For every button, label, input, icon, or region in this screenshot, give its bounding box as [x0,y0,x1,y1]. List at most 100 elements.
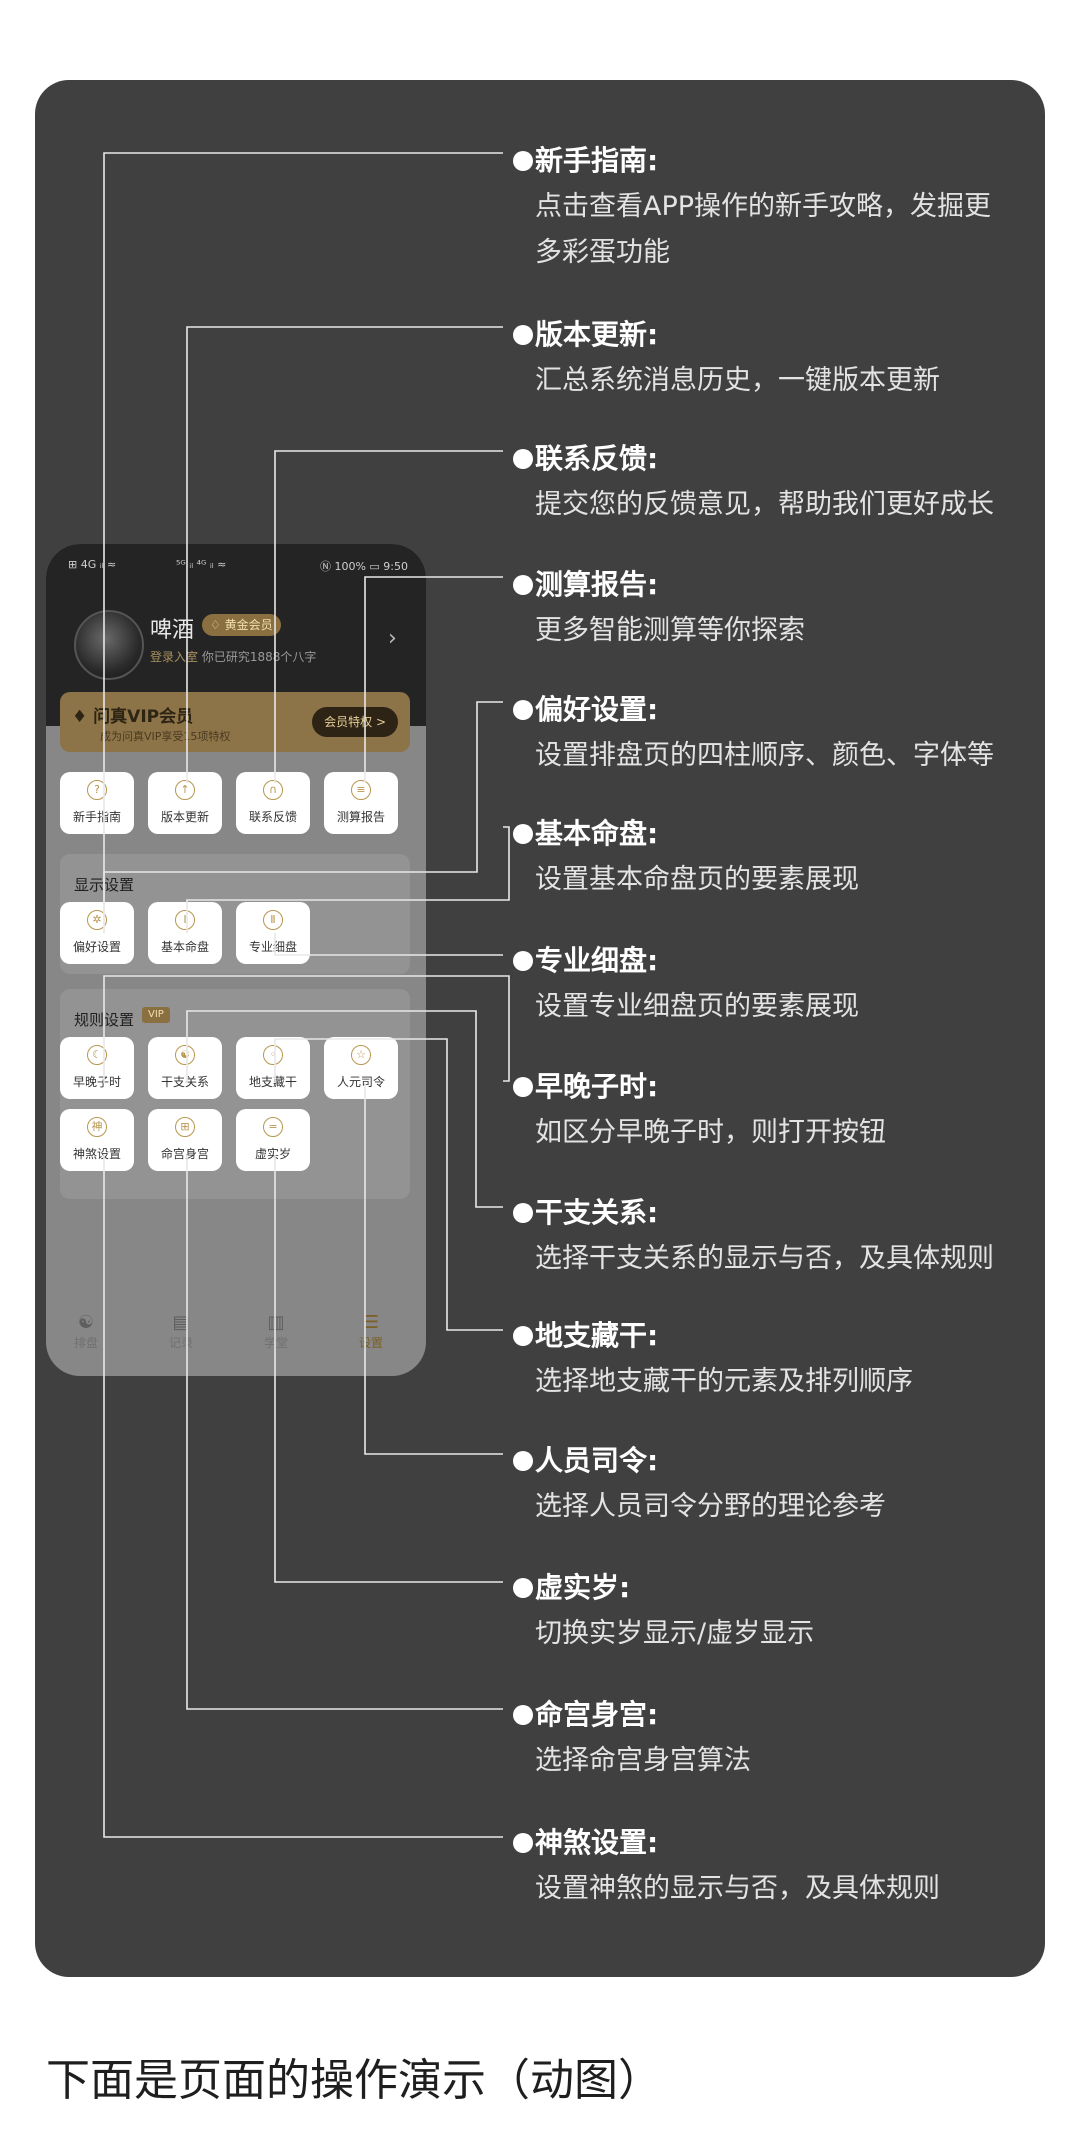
moon-icon: ☾ [87,1045,107,1065]
settings-tile[interactable]: ☆人元司令 [324,1037,398,1099]
annotation-item: 早晚子时: 如区分早晚子时，则打开按钮 [513,1064,1045,1156]
taiji-icon: ☯ [77,1312,95,1333]
tile-label: 命宫身宫 [160,1147,209,1161]
annotation-item: 偏好设置: 设置排盘页的四柱顺序、颜色、字体等 [513,687,1045,779]
status-left: ⊞ 4G ᵢₗ ≈ [68,558,117,571]
status-mid: ⁵ᴳ ᵢₗ ⁴ᴳ ᵢₗ ≈ [176,558,227,571]
tab-label: 排盘 [73,1336,98,1350]
tile-label: 偏好设置 [72,940,121,954]
avatar[interactable] [74,610,144,680]
tab-1[interactable]: ▤ 记录 [151,1312,211,1351]
login-link[interactable]: 登录入室 [150,650,199,664]
annotation-description: 设置专业细盘页的要素展现 [535,991,859,1022]
tab-bar: ☯ 排盘 ▤ 记录 ▥学堂 ☰设置 [46,1304,426,1376]
annotation-title: 神煞设置: [535,1826,659,1859]
settings-tile[interactable]: Ⅰ 基本命盘 [148,902,222,964]
user-name: 啤酒 [150,618,195,643]
annotation-description: 选择地支藏干的元素及排列顺序 [535,1366,913,1397]
question-icon: ? [87,780,107,800]
annotation-description: 选择干支关系的显示与否，及具体规则 [535,1243,994,1274]
chart-i-icon: Ⅰ [175,910,195,930]
tab-3[interactable]: ☰设置 [341,1312,401,1351]
settings-tile[interactable]: ☯干支关系 [148,1037,222,1099]
annotation-item: 新手指南:点击查看APP操作的新手攻略，发掘更多彩蛋功能 [513,138,1045,276]
bullet-dot [513,1578,533,1598]
annotation-item: 虚实岁: 切换实岁显示/虚岁显示 [513,1565,1045,1657]
top-tiles-row: ? 新手指南 ↑版本更新∩联系反馈≡测算报告 [60,764,410,842]
settings-tile[interactable]: ≡测算报告 [324,772,398,834]
tab-label: 记录 [168,1336,193,1350]
diamond-icon: ♦ [72,707,88,727]
settings-tile[interactable]: 神神煞设置 [60,1109,134,1171]
bullet-dot [513,1833,533,1853]
settings-tile[interactable]: ↑版本更新 [148,772,222,834]
vip-title: ♦ 问真VIP会员 [72,702,193,727]
tile-label: 基本命盘 [160,940,209,954]
annotation-description: 更多智能测算等你探索 [535,615,805,646]
bullet-dot [513,151,533,171]
settings-tile[interactable]: ? 新手指南 [60,772,134,834]
annotation-title: 干支关系: [535,1196,659,1229]
settings-tile[interactable]: =虚实岁 [236,1109,310,1171]
settings-tile[interactable]: ◦地支藏干 [236,1037,310,1099]
annotation-description: 切换实岁显示/虚岁显示 [535,1618,815,1649]
annotation-description: 多彩蛋功能 [535,237,670,268]
annotation-item: 地支藏干: 选择地支藏干的元素及排列顺序 [513,1313,1045,1405]
notebook-icon: ▤ [172,1312,190,1333]
tile-label: 早晚子时 [72,1075,121,1089]
chevron-right-icon[interactable]: › [388,626,397,651]
settings-tile[interactable]: ✲ 偏好设置 [60,902,134,964]
annotation-item: 干支关系: 选择干支关系的显示与否，及具体规则 [513,1190,1045,1282]
annotation-item: 测算报告:更多智能测算等你探索 [513,562,1045,654]
vip-banner[interactable]: ♦ 问真VIP会员 成为问真VIP享受15项特权 会员特权 > [60,692,410,752]
annotation-item: 联系反馈: 提交您的反馈意见，帮助我们更好成长 [513,436,1045,528]
vip-privileges-button[interactable]: 会员特权 > [312,707,398,737]
tab-0[interactable]: ☯ 排盘 [56,1312,116,1351]
annotation-description: 设置基本命盘页的要素展现 [535,864,859,895]
bullet-dot [513,1326,533,1346]
tab-2[interactable]: ▥学堂 [246,1312,306,1351]
annotation-description: 提交您的反馈意见，帮助我们更好成长 [535,489,994,520]
settings-tile[interactable]: ☾ 早晚子时 [60,1037,134,1099]
bullet-dot [513,449,533,469]
annotation-title: 偏好设置: [535,693,659,726]
tile-label: 新手指南 [72,810,121,824]
annotation-description: 设置排盘页的四柱顺序、颜色、字体等 [535,740,994,771]
bullet-dot [513,1203,533,1223]
headset-icon: ∩ [263,780,283,800]
annotation-title: 联系反馈: [535,442,659,475]
annotation-item: 命宫身宫:选择命宫身宫算法 [513,1692,1045,1784]
annotation-title: 虚实岁: [535,1571,631,1604]
update-arrow-icon: ↑ [175,780,195,800]
annotation-item: 基本命盘: 设置基本命盘页的要素展现 [513,811,1045,903]
annotation-description: 选择命宫身宫算法 [535,1745,751,1776]
annotation-panel: ⊞ 4G ᵢₗ ≈ ⁵ᴳ ᵢₗ ⁴ᴳ ᵢₗ ≈ Ⓝ 100% ▭ 9:50 啤酒… [35,80,1045,1977]
equal-icon: = [263,1117,283,1137]
settings-tile[interactable]: ⊞命宫身宫 [148,1109,222,1171]
chart-ii-icon: Ⅱ [263,910,283,930]
annotation-title: 基本命盘: [535,817,659,850]
bullet-dot [513,1451,533,1471]
status-bar: ⊞ 4G ᵢₗ ≈ ⁵ᴳ ᵢₗ ⁴ᴳ ᵢₗ ≈ Ⓝ 100% ▭ 9:50 [68,558,408,574]
user-stats: 你已研究1888个八字 [201,650,317,664]
annotation-item: 人员司令:选择人员司令分野的理论参考 [513,1438,1045,1530]
annotation-description: 如区分早晚子时，则打开按钮 [535,1117,886,1148]
annotation-title: 早晚子时: [535,1070,659,1103]
display-section-title: 显示设置 [74,876,135,894]
settings-tile[interactable]: ∩联系反馈 [236,772,310,834]
user-subtitle: 登录入室 你已研究1888个八字 [150,648,316,665]
badge-label: 黄金会员 [224,618,273,632]
footer-caption: 下面是页面的操作演示（动图） [46,2055,662,2106]
annotation-item: 版本更新:汇总系统消息历史，一键版本更新 [513,312,1045,404]
tab-label: 设置 [358,1336,383,1350]
shen-icon: 神 [87,1117,107,1137]
gear-icon: ✲ [87,910,107,930]
annotation-title: 地支藏干: [535,1319,659,1352]
bullet-dot [513,824,533,844]
circle-dot-icon: ◦ [263,1045,283,1065]
bullet-dot [513,1077,533,1097]
bullet-dot [513,325,533,345]
status-right: Ⓝ 100% ▭ 9:50 [319,560,408,573]
